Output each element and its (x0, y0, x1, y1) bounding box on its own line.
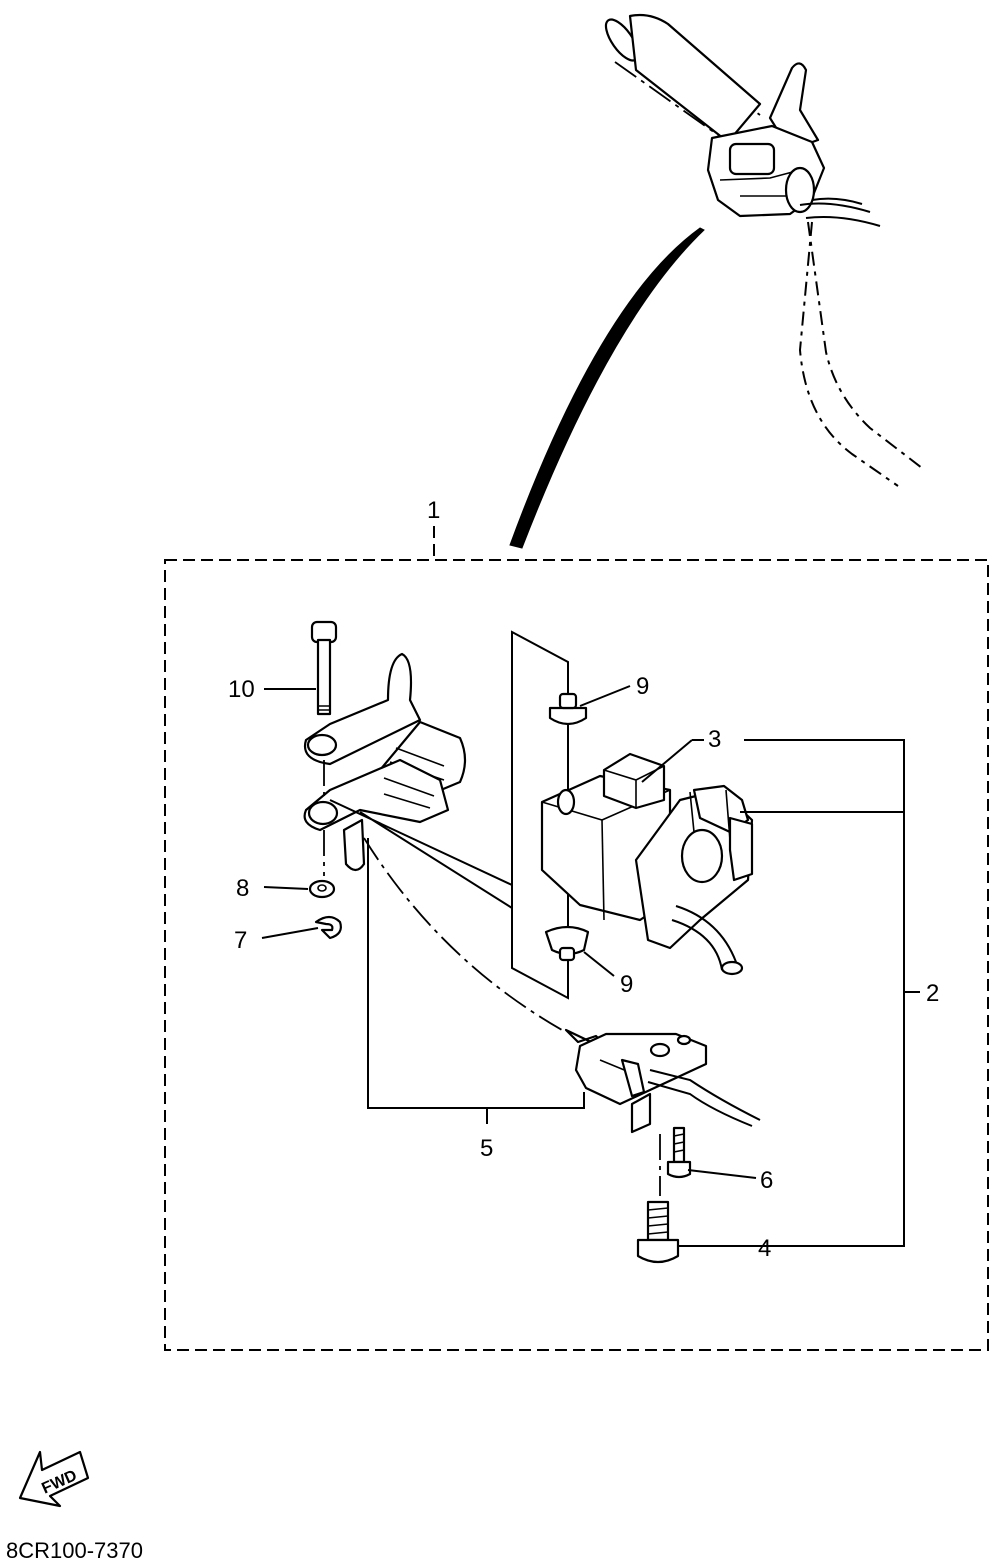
callout-6: 6 (760, 1167, 773, 1194)
handlebar-illustration (604, 13, 923, 487)
callout-9-top: 9 (636, 673, 649, 700)
callout-5: 5 (480, 1135, 493, 1162)
callout-10: 10 (228, 676, 255, 703)
washer-8 (308, 879, 336, 899)
leader-curve (509, 227, 705, 549)
bracket-plate (511, 630, 569, 1000)
callout-2: 2 (926, 980, 939, 1007)
callout-1: 1 (427, 497, 440, 524)
bolt-4 (636, 1200, 680, 1264)
callout-4: 4 (758, 1235, 771, 1262)
drawing-code: 8CR100-7370 (6, 1538, 143, 1563)
assembly-boundary (164, 559, 989, 1351)
callout-7: 7 (234, 927, 247, 954)
lever-bracket (303, 652, 467, 872)
clip-7 (314, 915, 342, 940)
grommet-9-bottom (544, 925, 590, 962)
callout-9-bottom: 9 (620, 971, 633, 998)
switch-unit-3 (540, 752, 754, 976)
callout-8: 8 (236, 875, 249, 902)
callout-3: 3 (708, 726, 721, 753)
screw-6 (666, 1126, 692, 1179)
bolt-10 (310, 620, 338, 716)
fwd-arrow: FWD (18, 1450, 90, 1508)
throttle-sensor (564, 1028, 761, 1134)
grommet-9-top (548, 692, 588, 726)
